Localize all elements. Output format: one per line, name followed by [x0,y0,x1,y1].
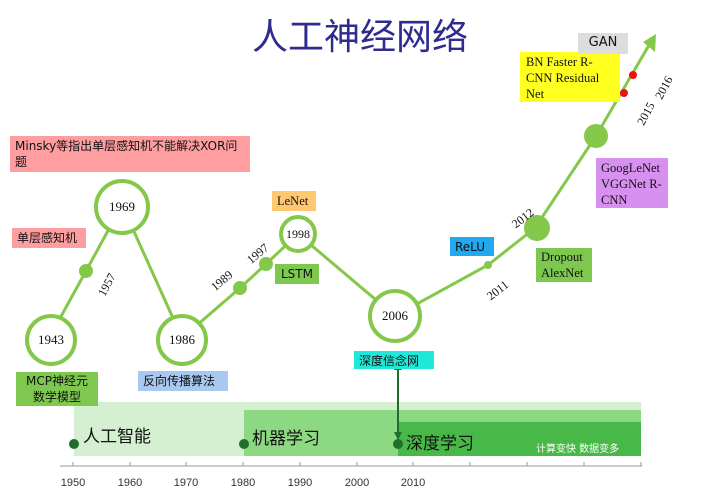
axis-tick-label: 1960 [117,477,143,489]
axis-tick-label: 1990 [287,477,313,489]
minsky-text: Minsky等指出单层感知机不能解决XOR问题 [15,139,238,169]
era-dot-dl [393,439,403,449]
dbn-arrow-down [394,432,402,440]
axis-ticks [72,462,642,466]
arrow-head [643,34,656,52]
dropout-box: Dropout AlexNet [536,248,592,282]
axis-tick-label: 2000 [344,477,370,489]
dropout-text: Dropout AlexNet [541,250,584,280]
node-1943: 1943 [25,314,77,366]
era-label-ai: 人工智能 [83,427,151,447]
node-1998: 1998 [279,215,317,253]
gan-box: GAN [578,33,628,54]
mcp-text: MCP神经元数学模型 [26,374,88,404]
axis-tick-label: 1980 [230,477,256,489]
lstm-box: LSTM [275,264,319,284]
mcp-box: MCP神经元数学模型 [16,372,98,406]
era-dot-ai [69,439,79,449]
googlenet-box: GoogLeNet VGGNet R-CNN [596,158,668,208]
node-1986: 1986 [156,314,208,366]
axis-tick-label: 1950 [60,477,86,489]
axis-tick-label: 1970 [173,477,199,489]
era-band-dl [398,422,641,456]
bn-text: BN Faster R-CNN Residual Net [526,55,600,101]
dot-2016 [629,71,637,79]
dot-1997 [259,257,273,271]
dot-1989 [233,281,247,295]
perceptron-box: 单层感知机 [12,228,86,248]
brand-watermark [6,2,156,14]
minsky-box: Minsky等指出单层感知机不能解决XOR问题 [10,136,250,172]
dot-2014 [584,124,608,148]
axis-tick-label: 2010 [400,477,426,489]
page-title: 人工神经网络 [251,17,468,58]
googlenet-text: GoogLeNet VGGNet R-CNN [601,161,662,207]
dot-1957 [79,264,93,278]
era-dot-ml [239,439,249,449]
era-label-ml: 机器学习 [252,429,320,449]
dbn-box: 深度信念网 [354,351,434,369]
node-1969: 1969 [94,179,150,235]
node-2006: 2006 [368,289,422,343]
era-label-dl: 深度学习 [406,434,474,454]
dot-2011 [484,261,492,269]
era-note: 计算变快 数据变多 [536,444,620,455]
backprop-box: 反向传播算法 [138,371,228,391]
dot-2012 [524,215,550,241]
relu-box: ReLU [450,237,494,256]
bn-box: BN Faster R-CNN Residual Net [520,52,620,102]
lenet-box: LeNet [272,191,316,211]
dot-2015 [620,89,628,97]
